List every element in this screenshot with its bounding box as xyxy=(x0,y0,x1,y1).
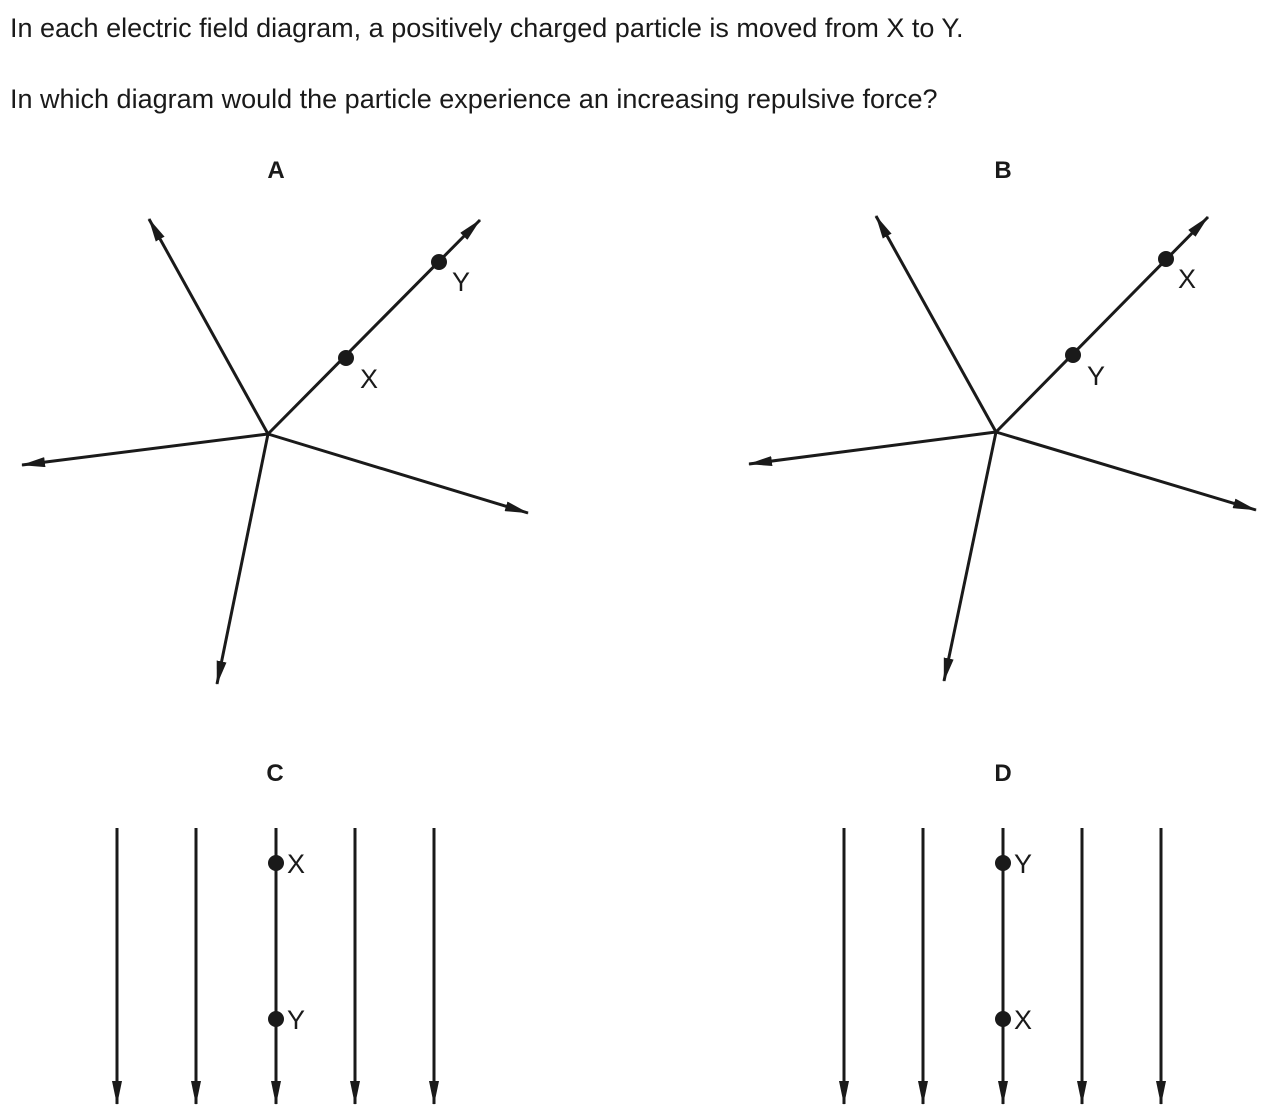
field-line-a-down xyxy=(215,433,270,685)
point-a-inner-label: X xyxy=(360,364,378,394)
question-line-2: In which diagram would the particle expe… xyxy=(10,84,938,114)
field-line-b-left xyxy=(748,430,997,467)
field-line-b-upper-left xyxy=(874,215,998,433)
diagram-a: A X Y xyxy=(21,157,529,685)
point-b-inner-label: Y xyxy=(1087,361,1105,391)
field-line-a-upper-right xyxy=(266,218,482,436)
option-a-label: A xyxy=(267,157,284,184)
point-c-lower xyxy=(268,1011,284,1027)
field-line-b-right xyxy=(995,430,1257,512)
diagram-c: C X Y xyxy=(112,760,439,1105)
diagram-d: D Y X xyxy=(839,760,1166,1105)
point-d-lower xyxy=(995,1011,1011,1027)
point-d-upper-label: Y xyxy=(1014,849,1032,879)
point-c-upper-label: X xyxy=(287,849,305,879)
field-line-b-down xyxy=(942,431,998,682)
point-b-inner xyxy=(1065,347,1081,363)
option-d-label: D xyxy=(994,760,1011,787)
point-a-outer-label: Y xyxy=(452,267,470,297)
field-line-a-right xyxy=(267,432,529,515)
point-a-outer xyxy=(431,254,447,270)
point-b-outer xyxy=(1158,251,1174,267)
point-a-inner xyxy=(338,350,354,366)
option-b-label: B xyxy=(994,157,1011,184)
point-d-lower-label: X xyxy=(1014,1005,1032,1035)
field-line-b-upper-right xyxy=(994,215,1210,434)
point-c-lower-label: Y xyxy=(287,1005,305,1035)
field-line-a-left xyxy=(21,432,269,468)
point-b-outer-label: X xyxy=(1178,264,1196,294)
point-c-upper xyxy=(268,855,284,871)
field-line-a-upper-left xyxy=(147,218,270,435)
diagram-b: B Y X xyxy=(748,157,1257,682)
question-line-1: In each electric field diagram, a positi… xyxy=(10,13,964,43)
point-d-upper xyxy=(995,855,1011,871)
option-c-label: C xyxy=(266,760,283,787)
